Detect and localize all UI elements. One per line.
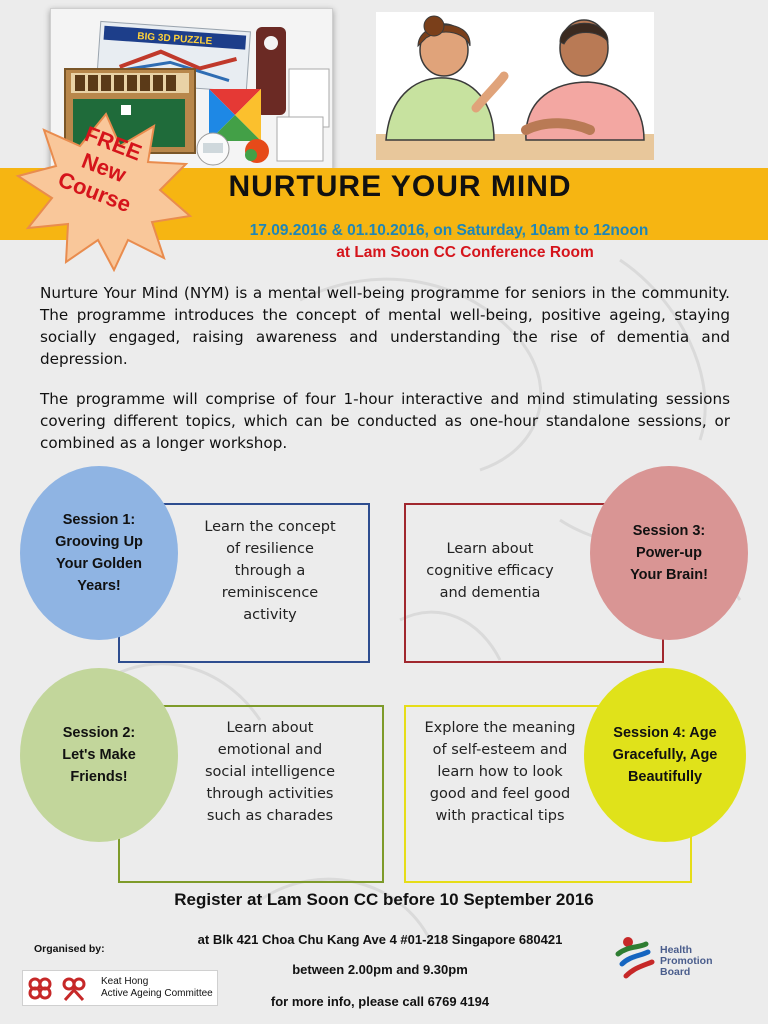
seniors-chatting-illustration bbox=[376, 12, 654, 160]
session-1-circle: Session 1: Grooving Up Your Golden Years… bbox=[20, 466, 178, 640]
seniors-cartoon bbox=[376, 12, 654, 160]
hpb-line1: Health bbox=[660, 944, 693, 956]
organiser-logo: Keat Hong Active Ageing Committee bbox=[22, 970, 218, 1006]
event-dates: 17.09.2016 & 01.10.2016, on Saturday, 10… bbox=[249, 222, 649, 239]
session-1-title: Session 1: Grooving Up Your Golden Years… bbox=[55, 512, 143, 594]
session-3-circle: Session 3: Power-up Your Brain! bbox=[590, 466, 748, 640]
intro-paragraph-1: Nurture Your Mind (NYM) is a mental well… bbox=[40, 284, 730, 368]
organiser-name-line1: Keat Hong bbox=[101, 976, 149, 987]
session-4-title: Session 4: Age Gracefully, Age Beautiful… bbox=[612, 725, 718, 785]
session-3-title: Session 3: Power-up Your Brain! bbox=[630, 523, 708, 583]
organised-by-label: Organised by: bbox=[34, 943, 105, 955]
organiser-name-line2: Active Ageing Committee bbox=[101, 988, 213, 999]
registration-hours: between 2.00pm and 9.30pm bbox=[292, 962, 468, 977]
session-2-title: Session 2: Let's Make Friends! bbox=[62, 725, 136, 785]
puzzle-box-label: BIG 3D PUZZLE bbox=[137, 31, 213, 47]
hpb-logo-icon bbox=[615, 937, 655, 979]
hpb-line2: Promotion bbox=[660, 955, 713, 967]
registration-address: at Blk 421 Choa Chu Kang Ave 4 #01-218 S… bbox=[197, 932, 563, 947]
keat-hong-emblem-icon bbox=[28, 977, 86, 1002]
session-3-description: Learn about cognitive efficacy and demen… bbox=[426, 541, 554, 601]
registration-deadline: Register at Lam Soon CC before 10 Septem… bbox=[174, 890, 594, 909]
contact-info: for more info, please call 6769 4194 bbox=[270, 994, 490, 1009]
session-2-description: Learn about emotional and social intelli… bbox=[204, 720, 336, 824]
free-course-starburst bbox=[15, 112, 193, 272]
session-4-circle: Session 4: Age Gracefully, Age Beautiful… bbox=[584, 668, 746, 842]
hpb-line3: Board bbox=[660, 966, 691, 978]
event-venue: at Lam Soon CC Conference Room bbox=[336, 244, 594, 261]
intro-paragraph-2: The programme will comprise of four 1-ho… bbox=[40, 390, 730, 452]
session-1-description: Learn the concept of resilience through … bbox=[204, 519, 336, 623]
session-4-description: Explore the meaning of self-esteem and l… bbox=[424, 720, 576, 824]
page-title: NURTURE YOUR MIND bbox=[228, 170, 572, 203]
hpb-name: Health Promotion Board bbox=[660, 945, 713, 978]
organiser-name: Keat Hong Active Ageing Committee bbox=[101, 976, 213, 1000]
session-2-circle: Session 2: Let's Make Friends! bbox=[20, 668, 178, 842]
